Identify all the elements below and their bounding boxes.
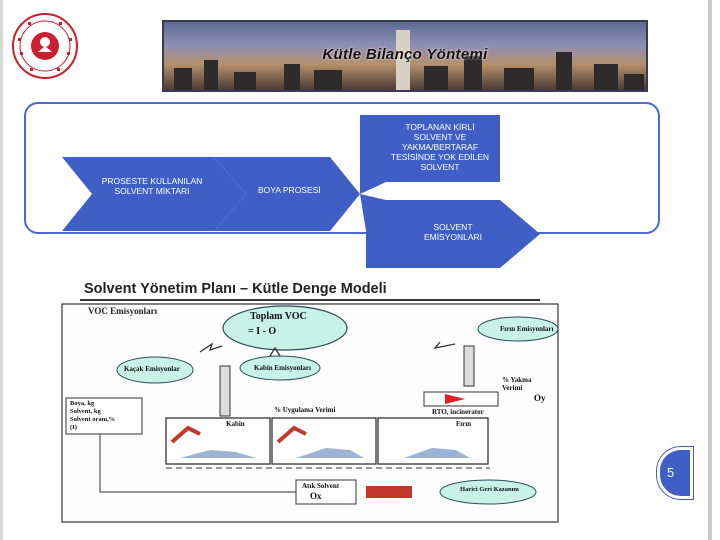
robot-arm-1 [170,425,201,444]
total-voc-cloud [222,305,348,351]
waste-symbol: Ox [310,491,322,501]
cabin-label: Kabin [226,420,245,428]
car-body-1 [180,450,256,458]
input-text: Boya, kg Solvent, kg Solvent oranı,% (I) [70,400,115,432]
input-label: PROSESTE KULLANILAN SOLVENT MİKTARI [101,176,203,196]
cabin-up-arrow [269,346,281,357]
rto-label: RTO, incinerator [432,408,484,416]
application-efficiency: % Uygulama Verimi [274,406,336,414]
input-line-symbol: (I) [70,424,77,431]
mass-balance-diagram [61,303,559,523]
process-arrow-shape [214,157,360,231]
total-voc-formula: = I - O [248,326,277,337]
top-output-arrow-shape [360,115,500,194]
input-line-solvent: Solvent, kg [70,408,101,415]
bottom-output-label: SOLVENT EMİSYONLARI [423,222,483,242]
page-number: 5 [667,465,675,480]
leak-emission-cloud [116,356,194,384]
top-output-label: TOPLANAN KİRLİ SOLVENT VE YAKMA/BERTARAF… [390,122,490,172]
recovery-cloud [439,479,537,505]
oven-stack [463,345,475,387]
waste-solvent-box [295,479,357,505]
process-label: BOYA PROSESİ [258,185,321,195]
waste-solvent-label: Atık Solvent [302,482,340,490]
process-arrows [62,115,540,268]
oven-emission-label: Fırın Emisyonları [500,325,554,333]
right-border [708,0,712,540]
total-voc-title: Toplam VOC [250,311,307,322]
input-arrow-shape [62,157,246,231]
oy-symbol: Oy [534,393,546,403]
ministry-logo [12,13,78,79]
title-underline [80,299,540,301]
page-title: Kütle Bilanço Yöntemi [322,46,488,63]
waste-flow-line [99,434,296,493]
voc-label: VOC Emisyonları [88,306,158,316]
right-up-arrow [433,341,456,349]
recovery-label: Harici Geri Kazanım [460,486,519,493]
car-body-3 [404,448,470,458]
leak-emission-label: Kaçak Emisyonlar [124,365,180,373]
input-box [65,397,143,435]
cabin-emission-label: Kabin Emisyonları [254,364,311,372]
input-line-ratio: Solvent oranı,% [70,416,116,423]
car-body-2 [296,448,364,458]
burn-efficiency: % Yakma Verimi [502,376,532,392]
cabin-stack [219,365,231,417]
left-up-arrow [199,342,223,353]
robot-arm-2 [276,425,307,444]
input-line-paint: Boya, kg [70,400,95,407]
page-number-tab: 5 [657,447,693,499]
oven-emission-cloud [477,316,559,342]
oven-label: Fırın [456,420,472,428]
bottom-output-arrow-shape [360,194,540,268]
waste-truck [366,486,412,498]
left-border [0,0,3,540]
rto-flame [445,394,465,404]
diagram-title: Solvent Yönetim Planı – Kütle Denge Mode… [84,281,387,297]
header-banner: Kütle Bilanço Yöntemi [162,20,648,92]
